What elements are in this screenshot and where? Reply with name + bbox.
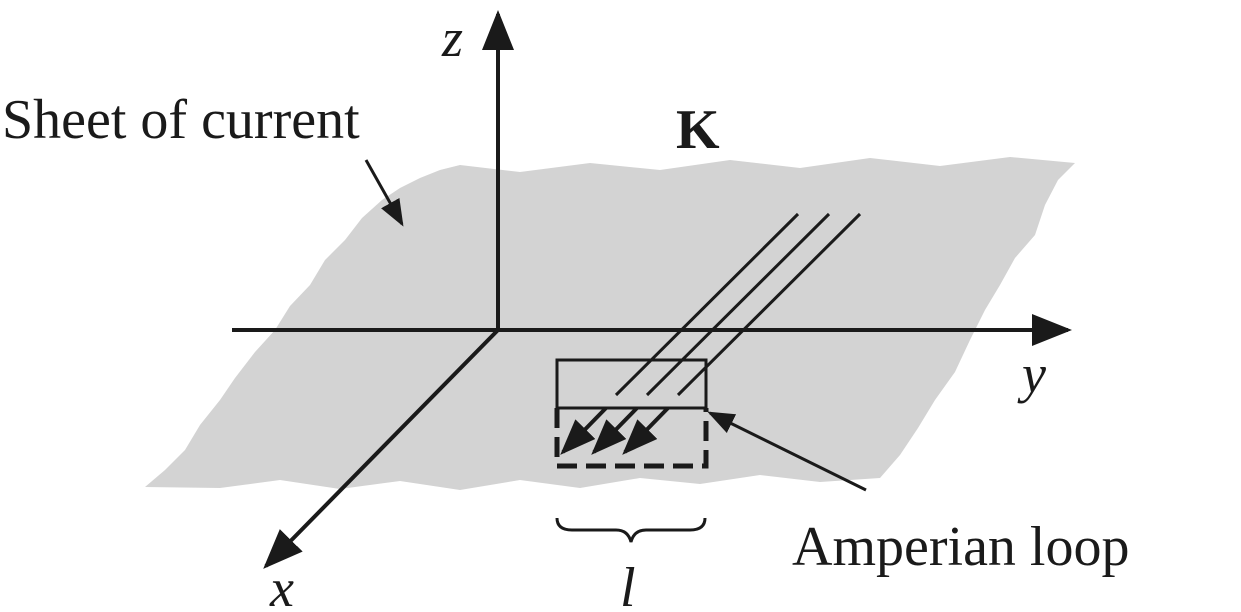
x-axis-label: x <box>269 558 294 612</box>
y-axis-label: y <box>1017 344 1046 404</box>
current-line-2 <box>645 212 831 397</box>
k-vector-label: K <box>676 99 720 161</box>
current-line-1 <box>614 212 800 397</box>
amperian-loop-upper <box>555 358 708 408</box>
loop-label: Amperian loop <box>792 516 1129 578</box>
current-arrows <box>560 406 670 455</box>
x-axis <box>263 328 500 569</box>
current-arrow-2 <box>591 406 639 455</box>
length-brace <box>555 517 707 543</box>
current-arrow-1 <box>560 406 608 455</box>
length-label: l <box>620 557 636 612</box>
sheet-pointer-arrow <box>364 159 404 227</box>
current-lines <box>614 212 862 397</box>
loop-pointer-arrow <box>707 411 867 492</box>
amperian-loop-lower <box>554 408 709 469</box>
sheet-label: Sheet of current <box>2 89 360 151</box>
current-sheet <box>145 157 1075 490</box>
z-axis-label: z <box>441 8 463 68</box>
current-line-3 <box>676 212 862 397</box>
current-arrow-3 <box>622 406 670 455</box>
